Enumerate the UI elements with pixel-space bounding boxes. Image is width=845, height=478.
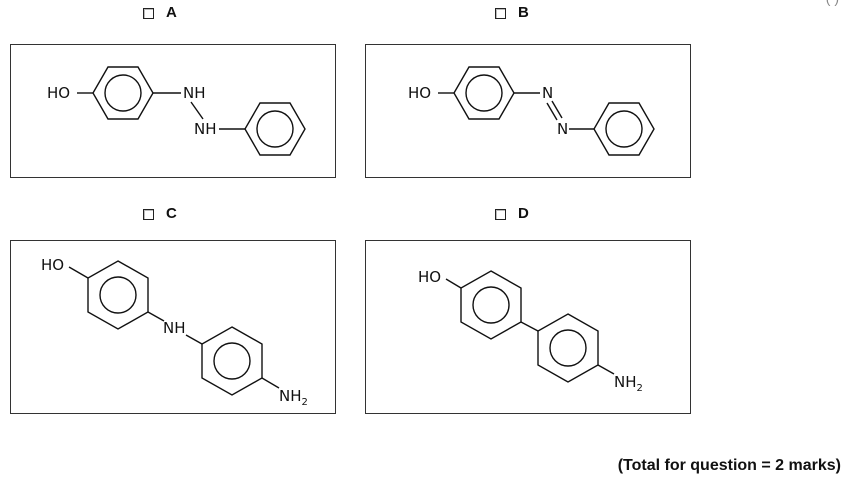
- atom-nh2-subscript: 2: [302, 397, 308, 408]
- option-a-header[interactable]: A: [143, 5, 177, 21]
- bond: [445, 278, 462, 289]
- atom-nh: NH: [163, 319, 186, 337]
- aromatic-circle-2: [256, 110, 294, 148]
- atom-ho: HO: [47, 84, 70, 102]
- benzene-ring-2: [201, 326, 263, 396]
- bond: [597, 364, 615, 375]
- option-b-letter: B: [518, 4, 529, 21]
- option-d-checkbox[interactable]: [495, 208, 506, 220]
- atom-n-2: N: [557, 120, 568, 138]
- bond: [147, 311, 165, 322]
- option-a-structure: HO NH NH: [10, 44, 336, 178]
- aromatic-circle-1: [99, 276, 137, 314]
- double-bond-b: [551, 100, 563, 119]
- atom-nh2-main: NH: [614, 373, 637, 391]
- atom-nh2: NH2: [614, 373, 643, 394]
- benzene-ring-2: [537, 313, 599, 383]
- bond: [185, 334, 203, 345]
- atom-nh-1: NH: [183, 84, 206, 102]
- atom-nh-2: NH: [194, 120, 217, 138]
- double-bond-a: [546, 102, 558, 121]
- option-b-molecule: HO N N: [408, 66, 655, 156]
- benzene-ring-2: [593, 102, 655, 156]
- option-b-structure: HO N N: [365, 44, 691, 178]
- atom-nh2: NH2: [279, 387, 308, 408]
- benzene-ring-1: [87, 260, 149, 330]
- atom-nh2-main: NH: [279, 387, 302, 405]
- option-a-molecule: HO NH NH: [47, 66, 306, 156]
- option-d-letter: D: [518, 205, 529, 222]
- atom-ho: HO: [41, 256, 64, 274]
- option-d-molecule: HO NH2: [418, 268, 643, 394]
- option-b-checkbox[interactable]: [495, 7, 506, 19]
- option-a-letter: A: [166, 4, 177, 21]
- aromatic-circle-2: [605, 110, 643, 148]
- bond: [190, 101, 204, 120]
- aromatic-circle-1: [472, 286, 510, 324]
- atom-nh2-subscript: 2: [637, 383, 643, 394]
- option-c-checkbox[interactable]: [143, 208, 154, 220]
- option-c-letter: C: [166, 205, 177, 222]
- benzene-ring-2: [244, 102, 306, 156]
- bond: [520, 321, 539, 332]
- mark-bracket: ( ): [826, 0, 839, 6]
- option-d-header[interactable]: D: [495, 206, 529, 222]
- aromatic-circle-2: [549, 329, 587, 367]
- benzene-ring-1: [460, 270, 522, 340]
- atom-n-1: N: [542, 84, 553, 102]
- bond: [261, 377, 280, 389]
- option-c-molecule: HO NH NH2: [41, 256, 308, 408]
- option-b-header[interactable]: B: [495, 5, 529, 21]
- option-c-header[interactable]: C: [143, 206, 177, 222]
- bond: [68, 266, 89, 279]
- aromatic-circle-1: [465, 74, 503, 112]
- option-d-structure: HO NH2: [365, 240, 691, 414]
- aromatic-circle-1: [104, 74, 142, 112]
- aromatic-circle-2: [213, 342, 251, 380]
- atom-ho: HO: [418, 268, 441, 286]
- atom-ho: HO: [408, 84, 431, 102]
- option-c-structure: HO NH NH2: [10, 240, 336, 414]
- option-a-checkbox[interactable]: [143, 7, 154, 19]
- total-marks: (Total for question = 2 marks): [617, 457, 841, 474]
